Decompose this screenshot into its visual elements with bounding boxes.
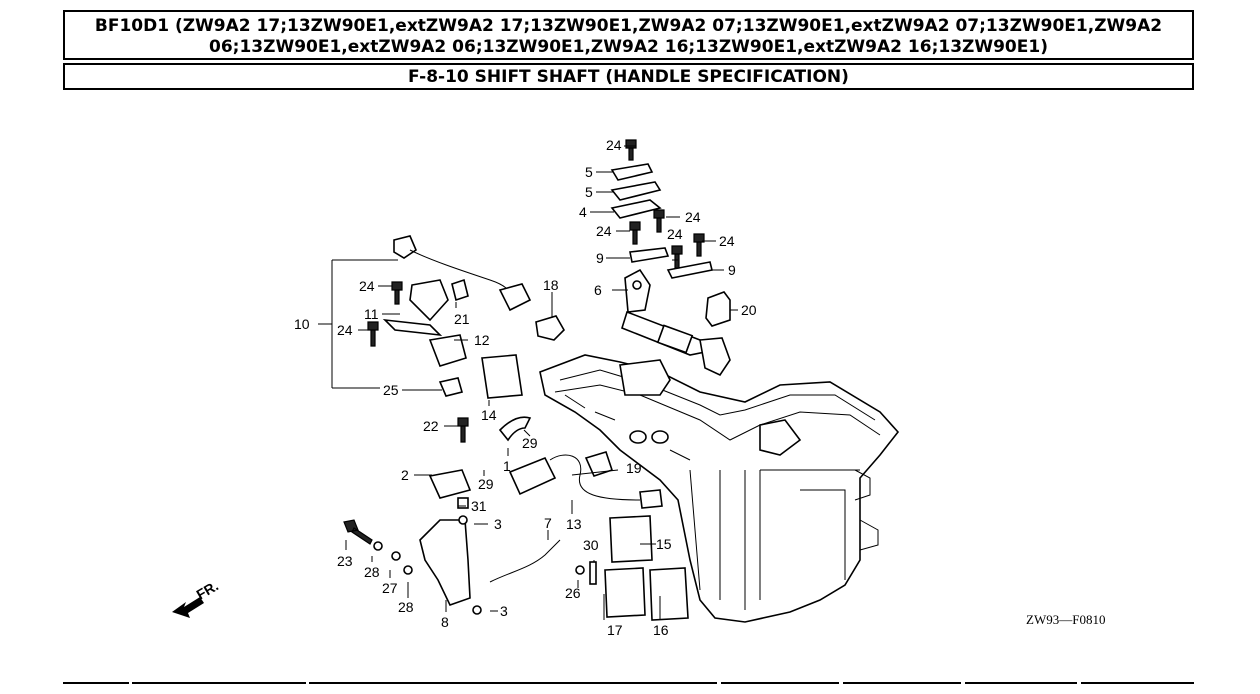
section-title-text: F-8-10 SHIFT SHAFT (HANDLE SPECIFICATION…	[408, 67, 849, 87]
callout-27: 27	[382, 580, 398, 596]
leader-lines	[345, 145, 738, 620]
callout-17: 17	[607, 622, 623, 638]
callout-5: 5	[585, 184, 593, 200]
callout-4: 4	[579, 204, 587, 220]
callout-9: 9	[596, 250, 604, 266]
front-direction-arrow: FR.	[172, 577, 221, 618]
callout-7: 7	[544, 515, 552, 531]
table-divider	[721, 682, 839, 684]
callout-25: 25	[383, 382, 399, 398]
table-divider	[132, 682, 306, 684]
callout-31: 31	[471, 498, 487, 514]
plates-drawing	[610, 163, 713, 279]
callout-6: 6	[594, 282, 602, 298]
callout-8: 8	[441, 614, 449, 630]
callout-24: 24	[606, 137, 622, 153]
callout-20: 20	[741, 302, 757, 318]
callout-24: 24	[667, 226, 683, 242]
callout-23: 23	[337, 553, 353, 569]
callout-12: 12	[474, 332, 490, 348]
grip-drawing	[481, 354, 523, 399]
callout-9: 9	[728, 262, 736, 278]
callout-3: 3	[494, 516, 502, 532]
callout-10: 10	[294, 316, 310, 332]
boot-drawing	[705, 291, 731, 327]
callout-11: 11	[364, 306, 379, 322]
callout-24: 24	[719, 233, 735, 249]
callout-24: 24	[359, 278, 375, 294]
model-line-2: 06;13ZW90E1,extZW9A2 06;13ZW90E1,ZW9A2 1…	[209, 37, 1048, 57]
callout-28: 28	[364, 564, 380, 580]
callout-21: 21	[454, 311, 470, 327]
callout-3: 3	[500, 603, 508, 619]
model-line-1: BF10D1 (ZW9A2 17;13ZW90E1,extZW9A2 17;13…	[94, 16, 1163, 36]
callout-18: 18	[543, 277, 559, 293]
callout-1: 1	[503, 458, 511, 474]
grommet-drawing	[535, 315, 565, 341]
switch-harness-drawing	[318, 235, 532, 397]
model-applicability-header: BF10D1 (ZW9A2 17;13ZW90E1,extZW9A2 17;13…	[63, 10, 1194, 60]
table-divider	[309, 682, 717, 684]
table-divider	[63, 682, 129, 684]
rod-drawing	[489, 539, 561, 583]
table-divider	[965, 682, 1077, 684]
callout-26: 26	[565, 585, 581, 601]
callout-28: 28	[398, 599, 414, 615]
parts-diagram: 24 5 5 4 24 24 24 24 9 9 6 20 18 24 21 1…	[172, 137, 1105, 638]
callout-22: 22	[423, 418, 439, 434]
callout-24: 24	[685, 209, 701, 225]
callout-5: 5	[585, 164, 593, 180]
shift-shaft-drawing	[621, 268, 731, 377]
callout-30: 30	[583, 537, 599, 553]
callout-15: 15	[656, 536, 672, 552]
callout-24: 24	[596, 223, 612, 239]
table-divider	[843, 682, 961, 684]
lower-housing-drawing	[539, 354, 900, 623]
section-title: F-8-10 SHIFT SHAFT (HANDLE SPECIFICATION…	[63, 63, 1194, 90]
callout-14: 14	[481, 407, 497, 423]
bolts-drawing	[367, 139, 705, 443]
callout-16: 16	[653, 622, 669, 638]
callout-2: 2	[401, 467, 409, 483]
callout-19: 19	[626, 460, 642, 476]
callout-13: 13	[566, 516, 582, 532]
callout-29: 29	[478, 476, 494, 492]
grommets-drawing	[589, 515, 689, 621]
callout-29: 29	[522, 435, 538, 451]
table-divider	[1081, 682, 1194, 684]
neutral-switch-drawing	[428, 416, 663, 509]
diagram-reference-code: ZW93—F0810	[1026, 612, 1105, 627]
callout-24: 24	[337, 322, 353, 338]
shift-lever-drawing	[343, 497, 585, 615]
